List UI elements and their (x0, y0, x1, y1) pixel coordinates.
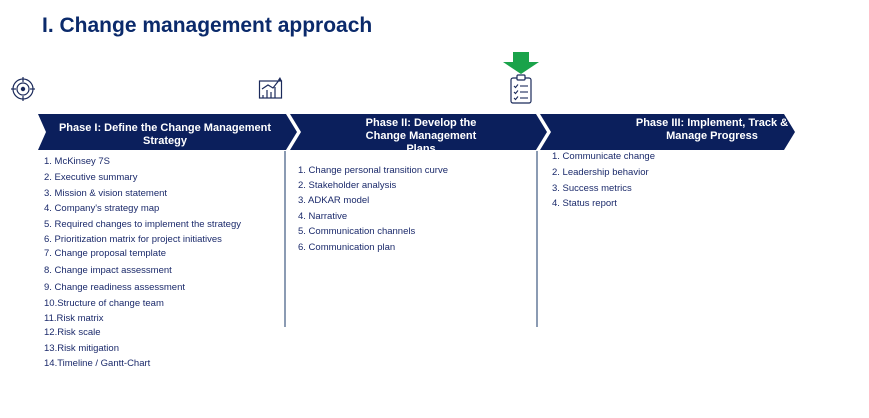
clipboard-checklist-icon (510, 74, 532, 104)
list-item: 7. Change proposal template (44, 248, 166, 259)
phase-1-chevron (38, 114, 297, 150)
phase-2-label: Phase II: Develop the Change Management … (365, 117, 477, 150)
list-item: 11.Risk matrix (44, 313, 104, 324)
list-item: 2. Executive summary (44, 172, 138, 183)
list-item: 4. Narrative (298, 211, 348, 222)
list-item: 3. Success metrics (552, 183, 632, 194)
target-icon (11, 77, 35, 101)
list-item: 5. Required changes to implement the str… (44, 219, 241, 230)
list-item: 4. Status report (552, 198, 617, 209)
list-item: 2. Stakeholder analysis (298, 180, 397, 191)
list-item: 3. Mission & vision statement (44, 188, 168, 199)
list-item: 12.Risk scale (44, 327, 101, 338)
list-item: 6. Prioritization matrix for project ini… (44, 234, 222, 245)
list-item: 4. Company's strategy map (44, 203, 160, 214)
list-item: 5. Communication channels (298, 226, 416, 237)
column-divider (536, 151, 538, 327)
list-item: 1. McKinsey 7S (44, 156, 110, 167)
list-item: 6. Communication plan (298, 242, 396, 253)
list-item: 1. Change personal transition curve (298, 165, 448, 176)
list-item: 2. Leadership behavior (552, 167, 649, 178)
list-item: 8. Change impact assessment (44, 265, 172, 276)
phase-3-label: Phase III: Implement, Track & Manage Pro… (635, 117, 789, 142)
list-item: 9. Change readiness assessment (44, 282, 185, 293)
column-divider (284, 151, 286, 327)
list-item: 3. ADKAR model (298, 195, 370, 206)
list-item: 1. Communicate change (552, 151, 655, 162)
green-down-arrow-icon (503, 52, 539, 74)
phase-2-chevron (290, 114, 547, 150)
list-item: 10.Structure of change team (44, 298, 164, 309)
list-item: 13.Risk mitigation (44, 343, 119, 354)
phase-3-chevron (540, 114, 795, 150)
page-title: I. Change management approach (42, 14, 373, 37)
strategy-board-icon (258, 77, 283, 99)
phase-chevron-bar (38, 114, 795, 150)
phase-1-label: Phase I: Define the Change Management St… (58, 122, 272, 147)
list-item: 14.Timeline / Gantt-Chart (44, 358, 151, 369)
